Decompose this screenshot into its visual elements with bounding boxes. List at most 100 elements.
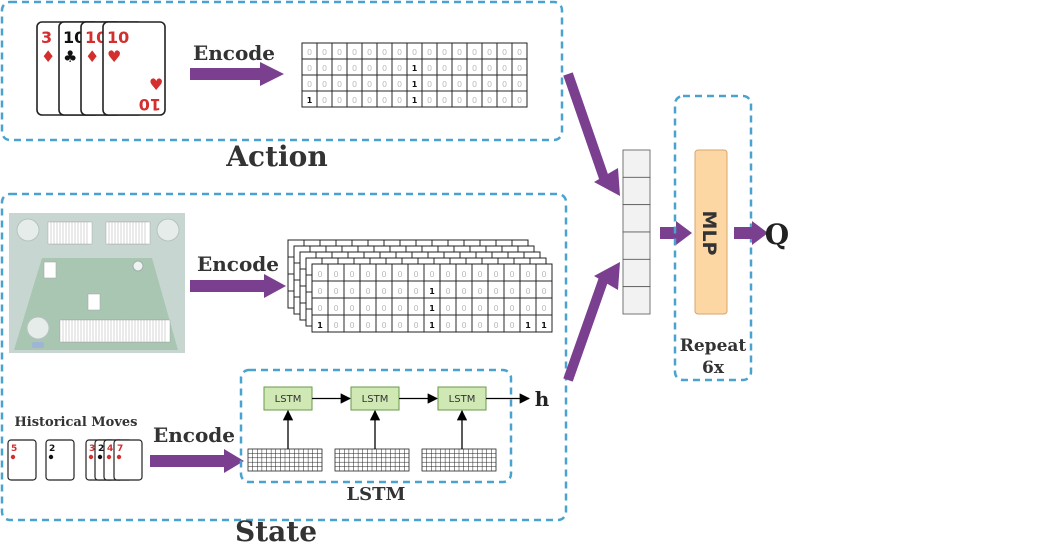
- grid-cell-value: 0: [445, 304, 450, 313]
- grid-cell-value: 0: [541, 287, 546, 296]
- grid-cell-value: 0: [461, 304, 466, 313]
- playing-card: 7: [113, 439, 143, 481]
- player-avatar-icon: [156, 218, 180, 242]
- card-suit: ♦: [41, 47, 55, 66]
- grid-cell-value: 0: [493, 287, 498, 296]
- grid-cell-value: 0: [445, 287, 450, 296]
- grid-cell-value: 0: [457, 48, 462, 57]
- grid-cell-value: 0: [487, 64, 492, 73]
- grid-cell-value: 0: [337, 80, 342, 89]
- state-box: [0, 192, 568, 522]
- grid-cell-value: 0: [502, 64, 507, 73]
- grid-cell-value: 0: [307, 64, 312, 73]
- grid-cell-value: 0: [493, 270, 498, 279]
- grid-cell-value: 0: [445, 321, 450, 330]
- card-rank: 2: [98, 444, 104, 454]
- grid-cell-value: 0: [457, 80, 462, 89]
- grid-cell-value: 1: [525, 321, 531, 330]
- grid-cell-value: 0: [365, 321, 370, 330]
- grid-cell-value: 0: [442, 96, 447, 105]
- card-rank: 3: [41, 28, 52, 47]
- grid-cell-value: 0: [525, 270, 530, 279]
- grid-cell-value: 0: [317, 270, 322, 279]
- grid-cell-value: 0: [317, 287, 322, 296]
- mlp-block: [694, 149, 728, 315]
- grid-cell-value: 0: [352, 96, 357, 105]
- grid-cell-value: 0: [397, 64, 402, 73]
- state-encode-arrow: [190, 274, 286, 298]
- grid-cell-value: 0: [477, 321, 482, 330]
- vector-segment: [622, 176, 651, 206]
- grid-cell-value: 0: [413, 304, 418, 313]
- grid-cell-value: 0: [472, 48, 477, 57]
- grid-cell-value: 0: [382, 96, 387, 105]
- card-rank: 10: [85, 28, 107, 47]
- grid-cell-value: 0: [349, 304, 354, 313]
- grid-cell-value: 0: [365, 270, 370, 279]
- card-rank: 7: [117, 444, 123, 454]
- lstm-input-grid: [334, 448, 410, 472]
- grid-cell-value: 0: [509, 287, 514, 296]
- grid-cell-value: 0: [442, 64, 447, 73]
- grid-cell-value: 0: [477, 304, 482, 313]
- grid-cell-value: 0: [517, 96, 522, 105]
- lstm-cell: LSTM: [263, 386, 313, 411]
- card-rank: 10: [139, 95, 161, 114]
- lstm-cell-label: LSTM: [275, 394, 302, 405]
- grid-cell-value: 0: [541, 304, 546, 313]
- player-avatar-icon: [16, 218, 40, 242]
- grid-cell-value: 0: [442, 80, 447, 89]
- state-encode-label: Encode: [197, 252, 279, 276]
- lstm-title: LSTM: [347, 484, 406, 505]
- history-encode-label: Encode: [153, 423, 235, 447]
- action-encode-arrow: [190, 62, 284, 86]
- card-rank: 10: [107, 28, 129, 47]
- grid-cell-value: 0: [517, 64, 522, 73]
- vector-segment: [622, 204, 651, 233]
- card-rank: 2: [49, 444, 55, 454]
- historical-moves-label: Historical Moves: [14, 415, 137, 430]
- lstm-input-grid: [247, 448, 323, 472]
- grid-cell-value: 0: [457, 64, 462, 73]
- grid-cell-value: 0: [445, 270, 450, 279]
- grid-cell-value: 0: [382, 80, 387, 89]
- card-rank: 4: [107, 444, 113, 454]
- grid-cell-value: 1: [412, 80, 418, 89]
- grid-cell-value: 0: [509, 321, 514, 330]
- grid-cell-value: 0: [461, 270, 466, 279]
- grid-cell-value: 0: [413, 321, 418, 330]
- grid-cell-value: 0: [427, 96, 432, 105]
- grid-cell-value: 0: [352, 48, 357, 57]
- lstm-input-grid: [421, 448, 497, 472]
- grid-cell-value: 0: [457, 96, 462, 105]
- grid-cell-value: 1: [317, 321, 323, 330]
- grid-cell-value: 0: [412, 48, 417, 57]
- player-avatar-icon: [26, 316, 50, 340]
- lstm-cell: LSTM: [437, 386, 487, 411]
- grid-cell-value: 0: [349, 321, 354, 330]
- card-suit: ♥: [149, 75, 163, 94]
- state-title: State: [235, 515, 317, 548]
- repeat-count-label: 6x: [702, 358, 725, 378]
- grid-cell-value: 1: [412, 64, 418, 73]
- vector-segment: [622, 286, 651, 315]
- grid-cell-value: 0: [337, 96, 342, 105]
- grid-cell-value: 0: [397, 321, 402, 330]
- grid-cell-value: 0: [352, 64, 357, 73]
- action-card-fan: 3♦10♣10♦10♥♥10: [36, 21, 166, 116]
- grid-cell-value: 0: [337, 64, 342, 73]
- grid-cell-value: 0: [349, 287, 354, 296]
- grid-cell-value: 0: [493, 321, 498, 330]
- grid-cell-value: 0: [517, 80, 522, 89]
- grid-cell-value: 0: [397, 287, 402, 296]
- grid-cell-value: 0: [333, 270, 338, 279]
- state-to-concat-arrow: [563, 262, 620, 382]
- grid-cell-value: 0: [472, 80, 477, 89]
- grid-cell-value: 0: [349, 270, 354, 279]
- grid-cell-value: 0: [333, 304, 338, 313]
- history-encode-arrow: [150, 449, 244, 473]
- grid-cell-value: 0: [487, 48, 492, 57]
